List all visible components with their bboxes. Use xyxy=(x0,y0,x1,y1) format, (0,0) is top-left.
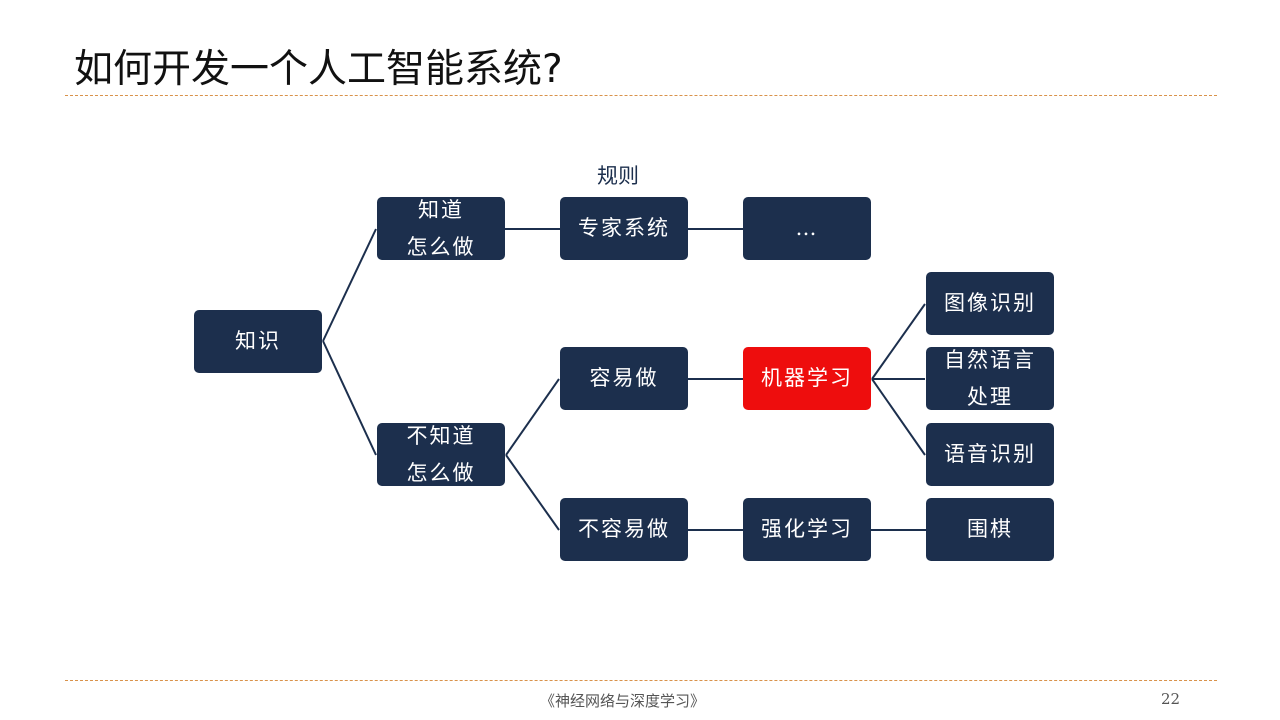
node-machine-learning: 机器学习 xyxy=(743,347,871,410)
page-number: 22 xyxy=(1161,690,1181,708)
footer-book-title: 《神经网络与深度学习》 xyxy=(540,692,706,710)
node-go: 围棋 xyxy=(926,498,1054,561)
node-nlp: 自然语言 处理 xyxy=(926,347,1054,410)
edge xyxy=(505,454,560,531)
node-easy: 容易做 xyxy=(560,347,688,410)
edge xyxy=(505,378,560,456)
node-speech-recognition: 语音识别 xyxy=(926,423,1054,486)
node-knowledge: 知识 xyxy=(194,310,322,373)
node-expert-system: 专家系统 xyxy=(560,197,688,260)
node-image-recognition: 图像识别 xyxy=(926,272,1054,335)
edge xyxy=(871,378,926,456)
edge xyxy=(322,340,377,456)
node-reinforcement-learning: 强化学习 xyxy=(743,498,871,561)
footer-divider xyxy=(65,680,1217,681)
header-divider xyxy=(65,95,1217,96)
node-dont-know-how: 不知道 怎么做 xyxy=(377,423,505,486)
node-not-easy: 不容易做 xyxy=(560,498,688,561)
node-know-how: 知道 怎么做 xyxy=(377,197,505,260)
edge xyxy=(322,228,377,342)
node-ellipsis: … xyxy=(743,197,871,260)
edge xyxy=(871,303,926,380)
page-title: 如何开发一个人工智能系统? xyxy=(74,47,563,92)
rule-label: 规则 xyxy=(597,164,639,188)
